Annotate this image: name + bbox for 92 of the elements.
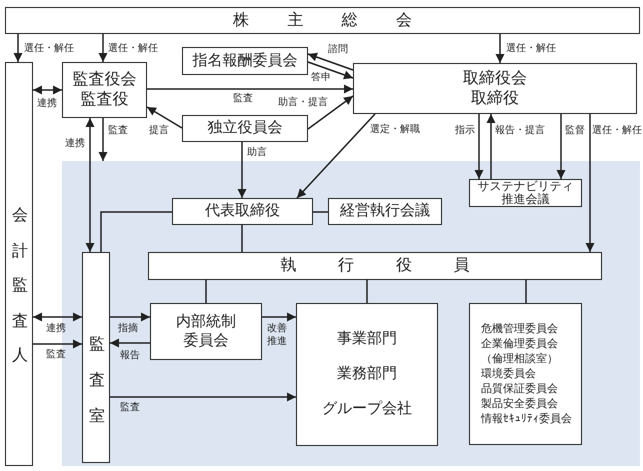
edge-label: 選定・解職	[370, 123, 420, 136]
arrow	[147, 84, 353, 94]
edge-label: 監査	[46, 348, 66, 361]
box-label: 内部統制	[176, 312, 236, 332]
org-box	[182, 47, 308, 75]
arrow	[308, 52, 354, 71]
edge-label: 選任・解任	[506, 42, 556, 55]
arrow	[33, 340, 82, 348]
org-box	[296, 303, 438, 446]
org-box	[150, 303, 262, 360]
org-box	[353, 63, 637, 114]
edge-label: 監査	[233, 92, 253, 105]
org-box	[182, 115, 308, 142]
box-label: 委員会	[184, 332, 228, 350]
arrow	[296, 113, 376, 199]
box-label: 監査室	[87, 322, 106, 428]
edge-label: 報告	[120, 349, 140, 362]
connector-line	[205, 280, 207, 303]
box-label: 株主総会	[232, 10, 450, 30]
arrow	[33, 86, 62, 94]
connector-line	[366, 280, 368, 303]
arrow	[308, 61, 354, 80]
org-box	[148, 252, 602, 280]
org-box	[469, 179, 582, 207]
edge-label: 指示	[455, 124, 475, 137]
box-label: 取締役	[471, 88, 519, 108]
arrow	[146, 106, 182, 129]
arrow	[110, 392, 296, 402]
edge-label: 連携	[37, 97, 57, 110]
arrow	[486, 114, 496, 179]
org-box	[469, 303, 582, 445]
arrow	[110, 338, 150, 348]
arrow	[308, 95, 354, 130]
edge-label: 答申	[311, 71, 331, 84]
arrow	[238, 142, 246, 198]
arrow	[98, 34, 108, 62]
box-label: 会計監査人	[10, 193, 29, 369]
box-label: 独立役員会	[208, 119, 282, 138]
arrow	[474, 114, 484, 179]
org-box	[328, 198, 442, 225]
arrow	[556, 114, 566, 179]
edge-label: 改善推進	[267, 322, 288, 348]
box-label: 業務部門	[337, 365, 397, 384]
edge-label: 諮問	[328, 43, 348, 56]
org-box	[62, 62, 147, 118]
edge-label: 監督	[565, 124, 585, 137]
edge-label: 監査	[108, 124, 128, 137]
edge-label: 選任・解任	[24, 42, 74, 55]
box-label: サステナビリティ	[478, 180, 574, 193]
edge-label: 連携	[65, 137, 85, 150]
arrow	[98, 118, 108, 161]
edge-label: 監査	[120, 401, 140, 414]
edge-label: 選任・解任	[108, 42, 158, 55]
box-label: 情報ｾｷｭﾘﾃｨ委員会	[481, 412, 572, 426]
arrow	[586, 114, 594, 252]
arrow	[86, 118, 94, 252]
edge-label: 助言	[247, 146, 267, 159]
arrow	[110, 312, 150, 322]
arrow	[14, 34, 22, 62]
edge-label: 指摘	[118, 322, 138, 335]
org-box	[82, 252, 110, 463]
arrow	[496, 34, 504, 63]
box-label: 監査役会	[72, 70, 136, 90]
box-label: 執行役員	[280, 256, 511, 276]
box-label: （倫理相談室）	[481, 352, 558, 366]
box-label: 環境委員会	[481, 366, 536, 382]
box-label: 推進会議	[502, 193, 550, 206]
edge-label: 連携	[46, 322, 66, 335]
connector-line	[241, 225, 243, 252]
box-label: 経営執行会議	[340, 202, 430, 221]
connector-line	[525, 280, 527, 303]
edge-label: 助言・提言	[278, 96, 328, 109]
box-label: 取締役会	[463, 68, 527, 88]
box-label: グループ会社	[322, 400, 412, 419]
box-label: 製品安全委員会	[481, 396, 558, 412]
box-label: 代表取締役	[205, 202, 280, 221]
arrow	[262, 312, 296, 322]
box-label: 危機管理委員会	[481, 322, 558, 336]
box-label: 品質保証委員会	[481, 382, 558, 396]
connector-line	[313, 211, 328, 213]
org-box	[5, 62, 33, 466]
box-label: 監査役	[80, 90, 128, 110]
box-label: 企業倫理委員会	[481, 336, 558, 352]
edge-label: 選任・解任	[592, 124, 642, 137]
edge-label: 報告・提言	[495, 124, 545, 137]
arrow	[33, 312, 82, 322]
org-box	[5, 7, 640, 34]
box-label: 事業部門	[337, 330, 397, 349]
edge-label: 提言	[149, 124, 169, 137]
box-label: 指名報酬委員会	[192, 52, 298, 70]
connector-line	[100, 211, 172, 252]
org-box	[172, 198, 313, 225]
